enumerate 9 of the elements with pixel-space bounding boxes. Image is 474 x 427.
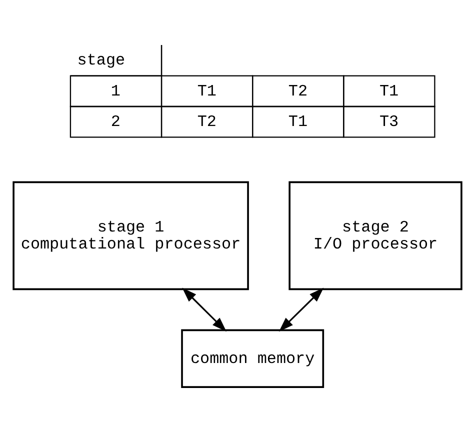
label: T3 bbox=[378, 113, 398, 132]
label: T2 bbox=[288, 82, 308, 100]
label: 1 bbox=[110, 82, 120, 100]
label: 2 bbox=[110, 113, 120, 132]
label: T2 bbox=[196, 113, 216, 132]
label: stage bbox=[76, 52, 125, 70]
label: T1 bbox=[196, 82, 216, 100]
label: T1 bbox=[288, 113, 308, 132]
label: T1 bbox=[378, 82, 398, 100]
